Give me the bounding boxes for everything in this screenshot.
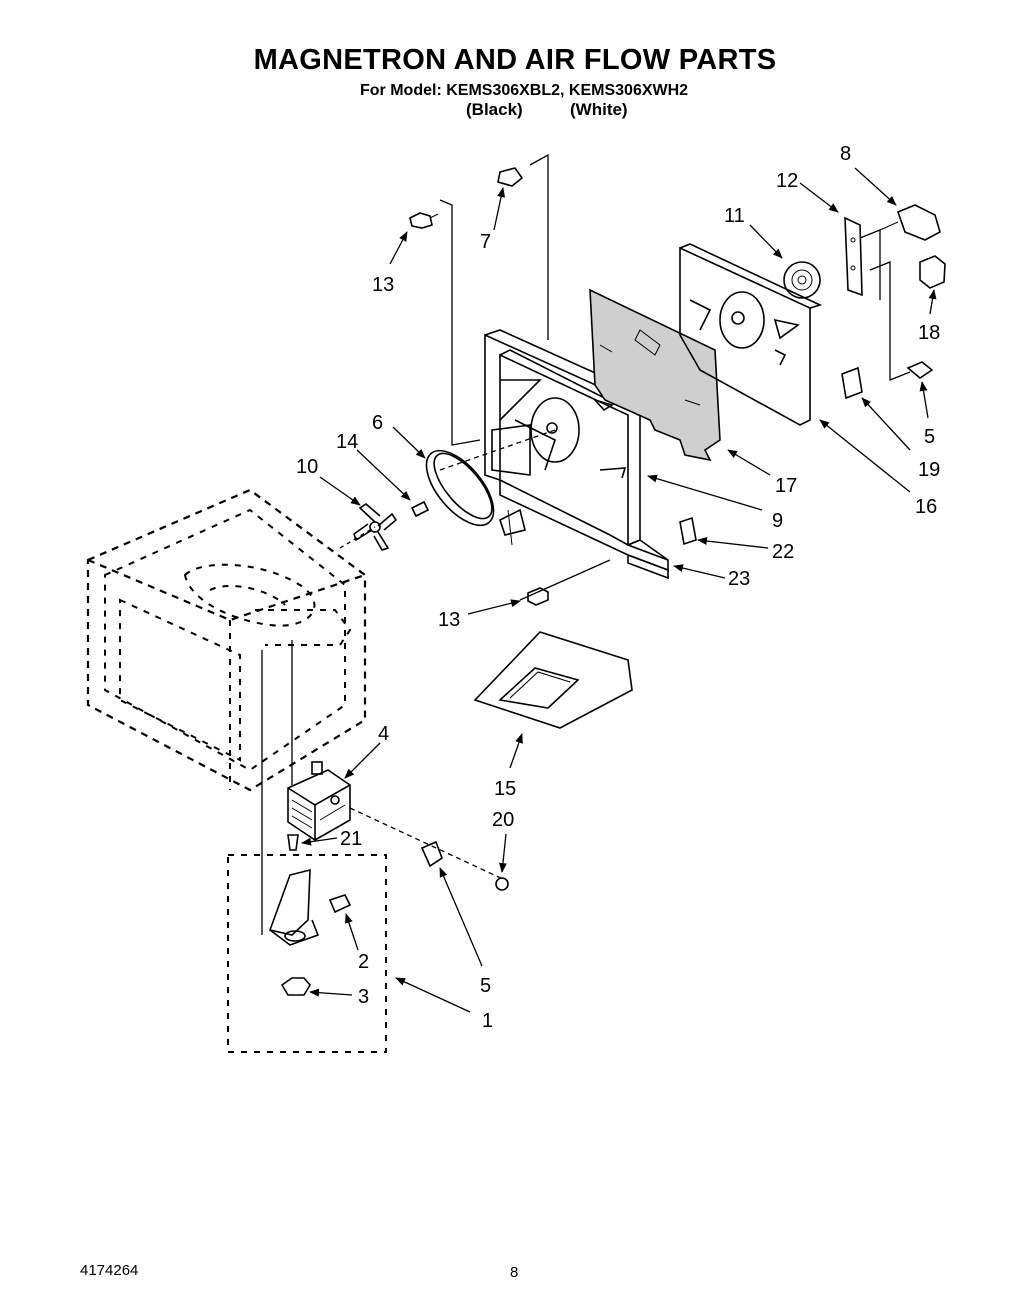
callout-8: 8 bbox=[840, 143, 851, 165]
fastener-13-bottom bbox=[527, 587, 549, 606]
callout-5-bottom: 5 bbox=[480, 975, 491, 997]
air-duct-plate bbox=[473, 631, 633, 729]
rear-panel bbox=[679, 243, 823, 426]
callout-11: 11 bbox=[724, 205, 745, 227]
callout-5-right: 5 bbox=[924, 426, 935, 448]
block-23 bbox=[627, 553, 669, 580]
callout-18: 18 bbox=[918, 322, 940, 344]
fastener-13-top bbox=[409, 212, 439, 229]
callout-9: 9 bbox=[772, 510, 783, 532]
bracket-12 bbox=[844, 216, 863, 297]
variant-black: (Black) bbox=[466, 100, 523, 119]
callout-13-bottom: 13 bbox=[438, 609, 460, 631]
callout-16: 16 bbox=[915, 496, 937, 518]
callout-17: 17 bbox=[775, 475, 797, 497]
oven-cavity-outline bbox=[86, 488, 367, 792]
callout-6: 6 bbox=[372, 412, 383, 434]
callout-10: 10 bbox=[296, 456, 318, 478]
callouts: 8 12 11 7 13 18 6 14 10 5 19 17 16 9 22 … bbox=[296, 143, 940, 1032]
callout-13-top: 13 bbox=[372, 274, 394, 296]
doc-number: 4174264 bbox=[80, 1262, 139, 1279]
callout-7-top: 7 bbox=[480, 231, 491, 253]
callout-21: 21 bbox=[340, 828, 362, 850]
assembly-lines bbox=[261, 153, 911, 935]
bracket-7 bbox=[497, 167, 524, 187]
magnetron bbox=[287, 761, 351, 841]
callout-1: 1 bbox=[482, 1010, 493, 1032]
page-title: MAGNETRON AND AIR FLOW PARTS bbox=[253, 44, 777, 76]
page-number: 8 bbox=[510, 1264, 519, 1281]
screw-21 bbox=[287, 834, 299, 851]
callout-20: 20 bbox=[492, 809, 514, 831]
fan-blade bbox=[339, 500, 430, 551]
switch-8 bbox=[879, 204, 941, 241]
clip-18 bbox=[919, 255, 946, 289]
thermal-cutout-5 bbox=[349, 807, 506, 881]
callout-2: 2 bbox=[358, 951, 369, 973]
thermostat-5-top bbox=[906, 361, 934, 379]
callout-23: 23 bbox=[728, 568, 750, 590]
connector-19 bbox=[841, 366, 863, 400]
waveguide-assembly-box bbox=[227, 854, 387, 1053]
model-line: For Model: KEMS306XBL2, KEMS306XWH2 bbox=[360, 82, 689, 99]
screw-20 bbox=[495, 877, 509, 891]
callout-22: 22 bbox=[772, 541, 794, 563]
callout-4: 4 bbox=[378, 723, 389, 745]
grille-11 bbox=[783, 261, 821, 299]
callout-14: 14 bbox=[336, 431, 358, 453]
callout-3: 3 bbox=[358, 986, 369, 1008]
stirrer-belt bbox=[425, 429, 556, 546]
stippled-board bbox=[589, 288, 721, 462]
callout-15: 15 bbox=[494, 778, 516, 800]
block-22 bbox=[679, 516, 697, 546]
callout-12: 12 bbox=[776, 170, 798, 192]
variant-white: (White) bbox=[570, 100, 628, 119]
callout-19: 19 bbox=[918, 459, 940, 481]
